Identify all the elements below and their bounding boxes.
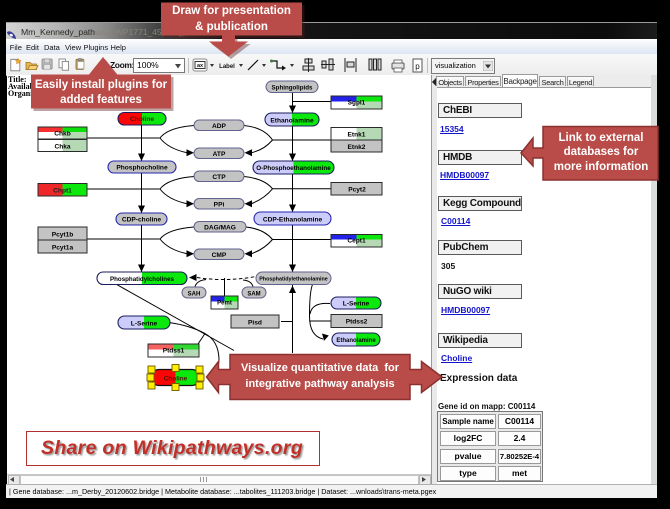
svg-text:ATP: ATP: [213, 151, 226, 158]
svg-text:Pemt: Pemt: [217, 300, 232, 306]
svg-text:Pcyt1b: Pcyt1b: [52, 232, 74, 239]
svg-text:PPi: PPi: [214, 201, 225, 208]
svg-text:Etnk2: Etnk2: [348, 144, 366, 151]
svg-text:Choline: Choline: [164, 376, 188, 383]
svg-text:DAG/MAG: DAG/MAG: [204, 224, 236, 231]
svg-text:Phosphatidylcholines: Phosphatidylcholines: [110, 276, 175, 283]
svg-text:Ethanolamine: Ethanolamine: [270, 118, 314, 125]
svg-text:ADP: ADP: [212, 123, 227, 130]
svg-text:Chpt1: Chpt1: [53, 188, 72, 195]
svg-text:ax: ax: [197, 63, 204, 69]
svg-text:CDP-Ethanolamine: CDP-Ethanolamine: [263, 217, 323, 224]
svg-text:Choline: Choline: [130, 116, 155, 123]
svg-text:Pcyt2: Pcyt2: [348, 187, 366, 194]
svg-text:Etnk1: Etnk1: [348, 131, 366, 138]
svg-text:SAH: SAH: [188, 291, 201, 297]
svg-text:Pisd: Pisd: [248, 320, 262, 327]
svg-text:p: p: [415, 62, 420, 71]
svg-text:L-Serine: L-Serine: [343, 301, 370, 308]
svg-text:Cept1: Cept1: [347, 238, 366, 245]
svg-text:CTP: CTP: [212, 174, 226, 181]
svg-text:Ptdss2: Ptdss2: [346, 319, 368, 326]
svg-text:Label: Label: [219, 64, 235, 70]
svg-text:L-Serine: L-Serine: [131, 321, 158, 328]
svg-text:SAM: SAM: [247, 291, 260, 297]
svg-text:Pcyt1a: Pcyt1a: [52, 245, 74, 252]
svg-text:Phosphocholine: Phosphocholine: [116, 165, 168, 172]
svg-text:Ethanolamine: Ethanolamine: [336, 338, 376, 344]
svg-text:Chka: Chka: [54, 143, 70, 150]
svg-text:Chkb: Chkb: [54, 131, 70, 138]
svg-text:Sphingolipids: Sphingolipids: [272, 84, 313, 91]
svg-text:Sgpl1: Sgpl1: [348, 100, 366, 107]
svg-text:Ptdss1: Ptdss1: [163, 348, 185, 355]
svg-text:O-Phosphoethanolamine: O-Phosphoethanolamine: [256, 165, 331, 172]
svg-text:CMP: CMP: [212, 252, 227, 259]
svg-text:CDP-choline: CDP-choline: [122, 217, 162, 224]
svg-text:Phosphatidylethanolamine: Phosphatidylethanolamine: [259, 277, 328, 283]
